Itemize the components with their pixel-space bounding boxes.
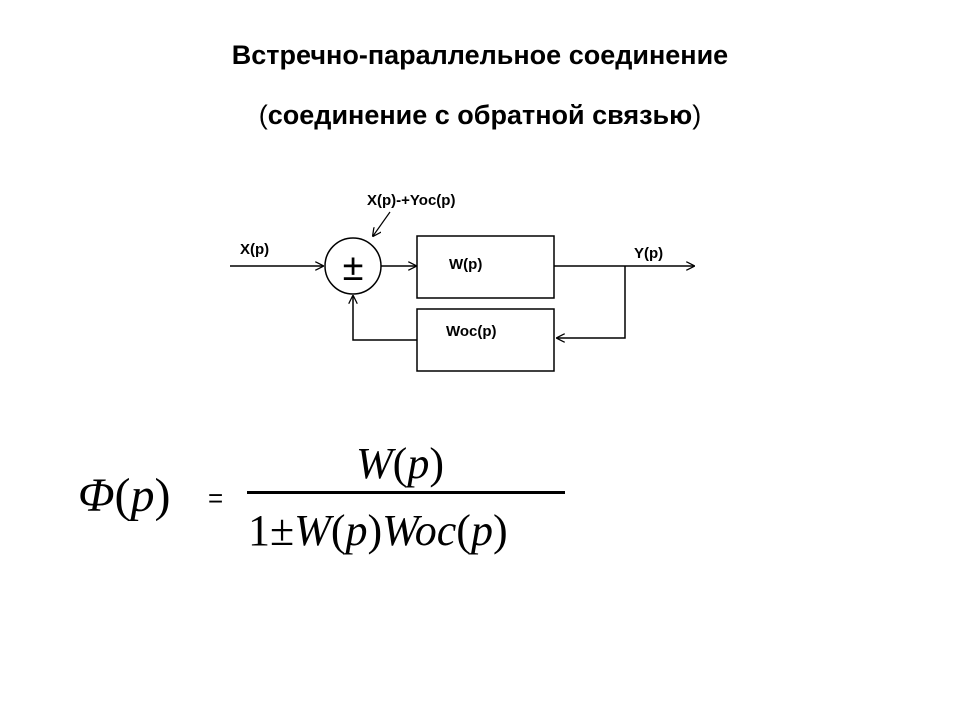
den-w: W [294,506,331,555]
den-close-paren-1: ) [367,506,383,555]
slide-subtitle: (соединение с обратной связью) [0,100,960,131]
formula-numerator: W(p) [356,438,444,489]
input-label: X(p) [240,241,269,258]
den-close-paren-2: ) [492,506,508,555]
den-one: 1 [248,506,270,555]
num-close-paren: ) [429,439,444,488]
lhs-variable: p [130,469,155,522]
equals-sign: = [208,483,224,513]
num-variable: p [407,439,430,488]
num-w: W [356,439,393,488]
lhs-close-paren: ) [154,469,171,522]
num-open-paren: ( [392,439,408,488]
den-open-paren-2: ( [456,506,471,555]
subtitle-text: соединение с обратной связью [267,100,693,130]
feedback-return-line [557,266,626,338]
den-variable-1: p [345,506,368,555]
den-variable-2: p [470,506,493,555]
output-label: Y(p) [634,245,663,262]
sum-label: X(p)-+Yoc(p) [367,192,455,209]
subtitle-close-paren: ) [692,100,702,130]
feedback-to-junction-line [353,296,417,341]
den-open-paren-1: ( [330,506,346,555]
subtitle-open-paren: ( [258,100,268,130]
den-plus-minus: ± [270,506,295,555]
forward-block [416,235,555,299]
formula-denominator: 1±W(p)Woc(p) [248,505,508,556]
den-woc: Woc [382,506,457,555]
phi-symbol: Φ [78,469,115,522]
sum-label-pointer [373,211,391,236]
plus-minus-symbol: ± [343,247,364,289]
feedback-block-label: Woc(p) [446,323,497,340]
formula-lhs: Φ(p) [78,468,171,523]
slide-title: Встречно-параллельное соединение [231,40,729,70]
forward-block-label: W(p) [449,256,482,273]
fraction-bar [247,491,565,494]
lhs-open-paren: ( [114,469,131,522]
